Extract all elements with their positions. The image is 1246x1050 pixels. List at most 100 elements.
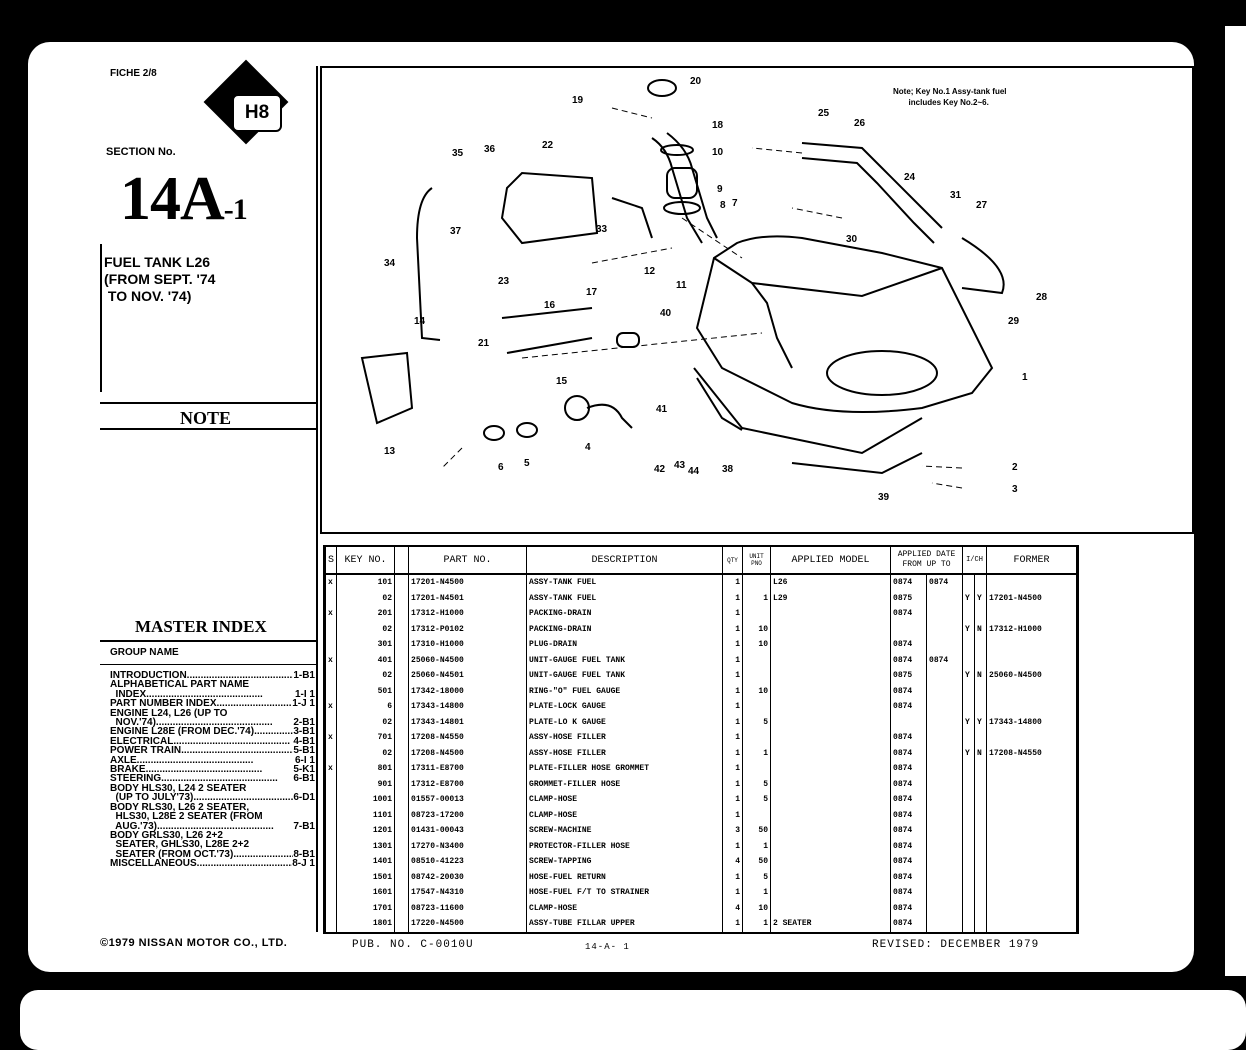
- cell-s: x: [324, 699, 338, 715]
- cell-model: [770, 807, 892, 823]
- master-index-item[interactable]: (UP TO JULY'73).........................…: [110, 793, 315, 803]
- cell-s: [324, 637, 338, 653]
- master-index-item[interactable]: MISCELLANEOUS...........................…: [110, 858, 315, 870]
- cell-s: [324, 668, 338, 684]
- master-index-item[interactable]: ENGINE L24, L26 (UP TO: [110, 708, 315, 718]
- col-unit-pno: UNIT PNO: [742, 547, 772, 575]
- cell-model: [770, 869, 892, 885]
- cell-c: Y: [974, 714, 988, 730]
- cell-model: [770, 776, 892, 792]
- cell-model: [770, 761, 892, 777]
- master-index-item[interactable]: AUG.'73)................................…: [110, 820, 315, 832]
- cell-former: [986, 776, 1078, 792]
- master-index-item[interactable]: ENGINE L28E (FROM DEC.'74)..............…: [110, 727, 315, 737]
- strap-39: [791, 452, 923, 475]
- cell-qty: 1: [722, 869, 744, 885]
- master-index-item-text: BODY HLS30, L24 2 SEATER: [110, 782, 247, 794]
- master-index-item[interactable]: POWER TRAIN.............................…: [110, 746, 315, 756]
- col-ich: I/CH: [962, 547, 988, 575]
- section-number-sub: -1: [223, 193, 248, 226]
- cell-unit: [742, 574, 772, 591]
- gauge-wire: [586, 403, 633, 429]
- cell-desc: SCREW-TAPPING: [526, 854, 724, 870]
- cell-former: 17343-14800: [986, 714, 1078, 730]
- master-index-item[interactable]: BODY RLS30, L26 2 SEATER,: [110, 801, 315, 813]
- cell-i: Y: [962, 745, 976, 761]
- cell-spacer: [394, 590, 410, 606]
- master-index-item[interactable]: BRAKE...................................…: [110, 764, 315, 776]
- cell-i: [962, 916, 976, 932]
- cell-spacer: [394, 869, 410, 885]
- master-index-item-text: BRAKE: [110, 764, 146, 776]
- col-qty: QTY: [722, 547, 744, 575]
- cell-former: [986, 761, 1078, 777]
- tank-outline: [695, 235, 994, 413]
- diagram-callout-numbers: 1 2 3 6 5 4 7 8 9 10 11 12 13 14 15 16 1…: [384, 76, 1048, 503]
- master-index-item[interactable]: SEATER, GHLS30, L28E 2+2: [110, 840, 315, 850]
- cell-part: 25060-N4501: [408, 668, 528, 684]
- master-index-item-page: 8-J 1: [292, 858, 315, 870]
- cell-i: [962, 730, 976, 746]
- master-index-item[interactable]: AXLE....................................…: [110, 755, 315, 765]
- adjacent-page-edge: [1225, 26, 1246, 976]
- cell-upto: [926, 885, 964, 901]
- leader-dots: ........................................…: [161, 774, 278, 784]
- master-index-item[interactable]: INTRODUCTION............................…: [110, 670, 315, 681]
- cell-c: [974, 699, 988, 715]
- cell-spacer: [394, 761, 410, 777]
- cell-qty: 1: [722, 745, 744, 761]
- callout-28: 28: [1036, 292, 1048, 303]
- cell-desc: CLAMP-HOSE: [526, 792, 724, 808]
- master-index-item[interactable]: INDEX...................................…: [110, 689, 315, 699]
- cell-spacer: [394, 745, 410, 761]
- master-index-item[interactable]: BODY GRLS30, L26 2+2: [110, 830, 315, 840]
- master-index-item-text: BODY RLS30, L26 2 SEATER,: [110, 801, 250, 813]
- cell-qty: 4: [722, 854, 744, 870]
- cell-upto: [926, 606, 964, 622]
- cell-c: N: [974, 668, 988, 684]
- cell-from: [890, 714, 928, 730]
- master-index-item[interactable]: ALPHABETICAL PART NAME: [110, 680, 315, 690]
- cell-unit: 10: [742, 900, 772, 916]
- plate-22: [500, 171, 599, 245]
- master-index-item[interactable]: STEERING................................…: [110, 774, 315, 784]
- cell-s: [324, 854, 338, 870]
- cell-from: [890, 621, 928, 637]
- leader-dots: ........................................…: [145, 765, 263, 775]
- cell-s: [324, 590, 338, 606]
- cell-desc: CLAMP-HOSE: [526, 807, 724, 823]
- col-key-no: KEY NO.: [336, 547, 396, 575]
- master-index-item[interactable]: SEATER (FROM OCT.'73)...................…: [110, 849, 315, 860]
- cell-qty: 1: [722, 668, 744, 684]
- cell-desc: ASSY-TUBE FILLAR UPPER: [526, 916, 724, 932]
- master-index-item-page: 7-B1: [293, 820, 315, 832]
- cell-i: [962, 761, 976, 777]
- cell-spacer: [394, 776, 410, 792]
- cell-key: 02: [336, 745, 396, 761]
- cell-part: 17270-N3400: [408, 838, 528, 854]
- cell-s: [324, 823, 338, 839]
- grommet-8: [663, 201, 701, 215]
- master-index-heading: MASTER INDEX: [135, 617, 267, 636]
- cell-spacer: [394, 637, 410, 653]
- cell-spacer: [394, 668, 410, 684]
- leader-dots: ........................................…: [254, 727, 293, 737]
- master-index-item[interactable]: PART NUMBER INDEX.......................…: [110, 698, 315, 708]
- cell-former: [986, 823, 1078, 839]
- master-index-item[interactable]: BODY HLS30, L24 2 SEATER: [110, 782, 315, 794]
- master-index-item-page: 1-B1: [293, 670, 315, 681]
- leader-dots: ........................................…: [233, 849, 293, 860]
- cell-model: [770, 621, 892, 637]
- cell-i: Y: [962, 621, 976, 637]
- cell-c: [974, 730, 988, 746]
- master-index-item[interactable]: ELECTRICAL..............................…: [110, 736, 315, 746]
- cell-qty: 1: [722, 714, 744, 730]
- master-index-item[interactable]: HLS30, L28E 2 SEATER (FROM: [110, 811, 315, 821]
- cell-i: [962, 838, 976, 854]
- cell-desc: PLATE-LOCK GAUGE: [526, 699, 724, 715]
- cell-i: [962, 683, 976, 699]
- master-index-item[interactable]: NOV.'74)................................…: [110, 717, 315, 727]
